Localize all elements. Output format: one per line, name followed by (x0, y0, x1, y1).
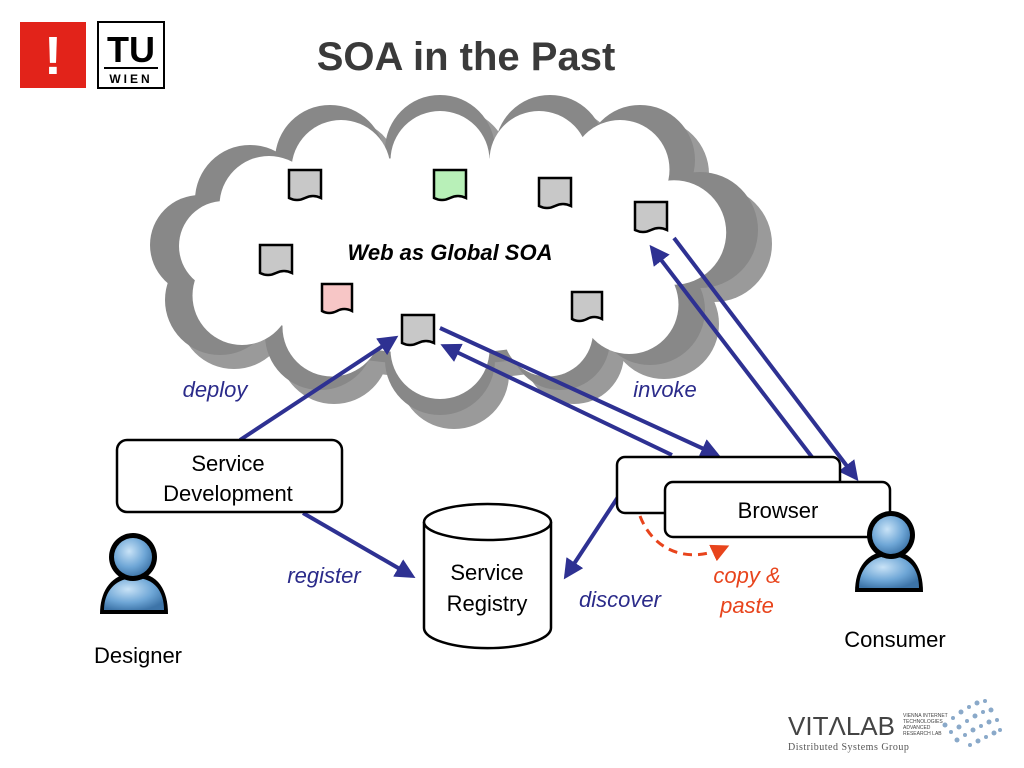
invoke-label: invoke (633, 377, 697, 402)
service-document-icon (287, 168, 323, 202)
service-document-icon (570, 290, 604, 323)
consumer-person-icon (855, 511, 923, 592)
register-arrow (301, 511, 416, 579)
browser-box: Browser (663, 480, 892, 539)
cloud-label: Web as Global SOA (348, 240, 553, 265)
service-document-icon (400, 313, 436, 347)
service-development-box: Service Development (115, 438, 344, 514)
arrows (238, 236, 859, 580)
svg-text:Service: Service (191, 451, 264, 476)
designer-person-icon (100, 533, 168, 614)
copy-paste-arrow (638, 515, 730, 562)
deploy-arrow (238, 335, 399, 442)
svg-text:Distributed Systems Group: Distributed Systems Group (788, 742, 909, 753)
vitalab-logo: VITΛLAB Distributed Systems Group VIENNA… (788, 699, 1002, 753)
service-document-icon (537, 176, 573, 210)
register-label: register (287, 563, 362, 588)
service-registry: Service Registry (422, 502, 553, 650)
page-title: SOA in the Past (317, 35, 616, 79)
copy-paste-label: copy & (713, 563, 780, 588)
discover-label: discover (579, 587, 663, 612)
svg-text:RESEARCH LAB: RESEARCH LAB (903, 731, 942, 737)
svg-text:Browser: Browser (738, 498, 819, 523)
service-document-icon (320, 282, 354, 315)
designer-label: Designer (94, 643, 182, 668)
svg-text:Registry: Registry (447, 591, 528, 616)
service-document-icon (258, 243, 294, 277)
browser-invoke-response (649, 244, 830, 480)
deploy-label: deploy (183, 377, 250, 402)
svg-text:Development: Development (163, 481, 293, 506)
service-documents (258, 168, 669, 347)
consumer-label: Consumer (844, 627, 945, 652)
copy-paste-label-2: paste (719, 593, 774, 618)
svg-text:!: ! (44, 26, 62, 86)
tu-logo-red-mark: ! (20, 22, 86, 88)
svg-text:TECHNOLOGIES: TECHNOLOGIES (903, 719, 943, 725)
svg-text:TU: TU (107, 29, 155, 70)
browser-invoke-request (672, 236, 859, 482)
svg-text:WIEN: WIEN (109, 72, 152, 86)
svg-text:ADVANCED: ADVANCED (903, 725, 931, 731)
vitalab-dots-icon (942, 699, 1002, 747)
tu-wien-logo: TU WIEN (97, 21, 165, 89)
invoke-arrow-response (440, 343, 673, 457)
discover-arrow (563, 495, 620, 580)
service-document-icon (633, 200, 669, 234)
svg-text:VITΛLAB: VITΛLAB (788, 711, 895, 741)
invoke-arrow-request (439, 326, 721, 458)
svg-text:VIENNA INTERNET: VIENNA INTERNET (903, 713, 948, 719)
svg-text:Service: Service (450, 560, 523, 585)
service-document-icon (432, 168, 468, 202)
